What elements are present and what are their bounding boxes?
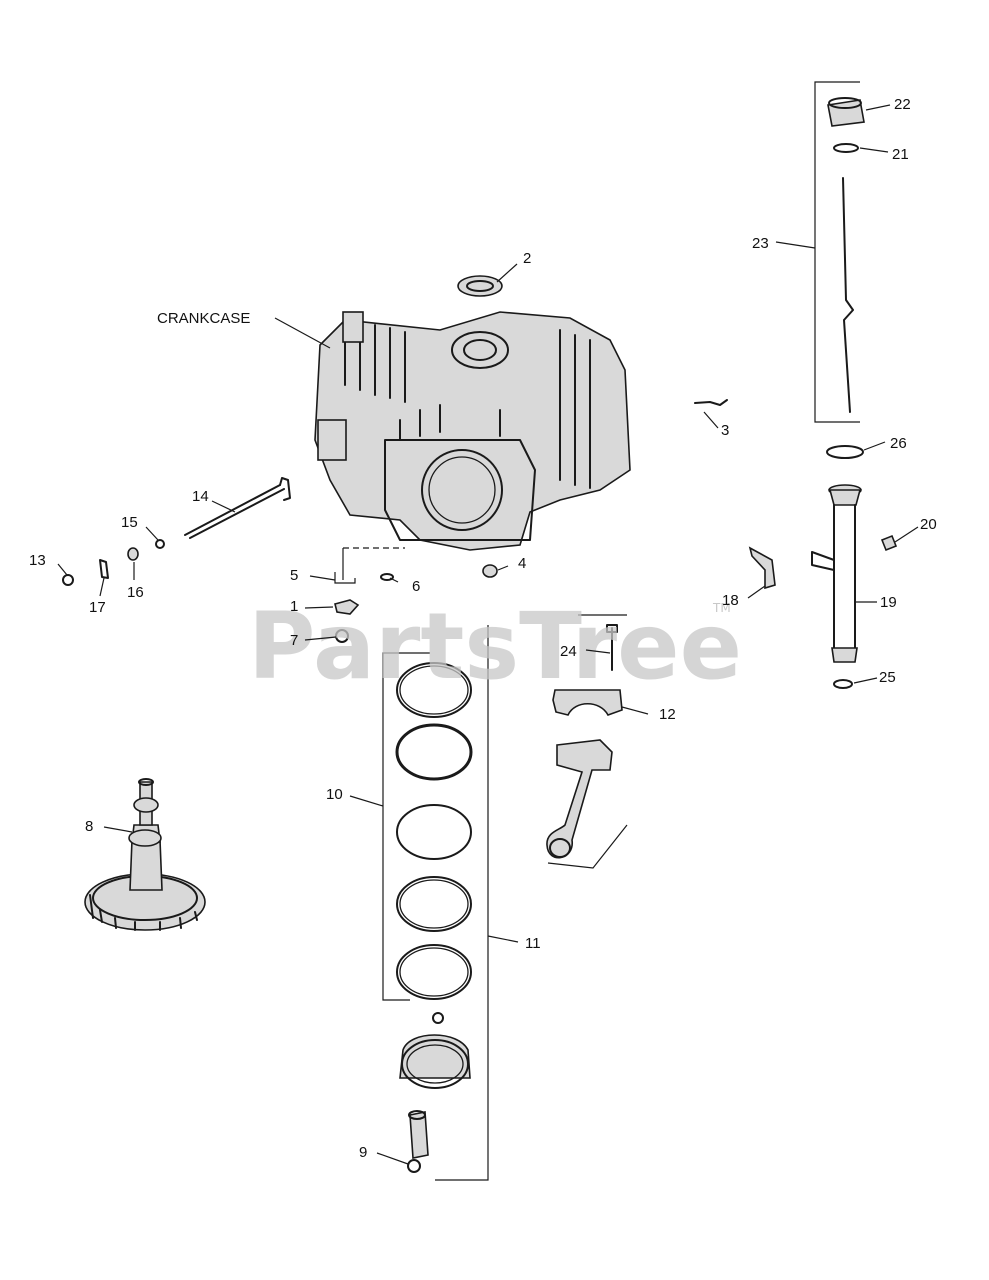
piston-rings-part [395, 662, 473, 1000]
callout-8: 8 [85, 818, 93, 835]
callout-19: 19 [880, 594, 897, 611]
callout-4: 4 [518, 555, 526, 572]
callout-6: 6 [412, 578, 420, 595]
ring-set-bracket [382, 652, 430, 1001]
callout-18: 18 [722, 592, 739, 609]
callout-14: 14 [192, 488, 209, 505]
callout-7: 7 [290, 632, 298, 649]
oil-seal-part [457, 275, 503, 297]
washer-13-part [62, 574, 74, 586]
connecting-rod-part [546, 739, 628, 869]
piston-part [399, 1012, 471, 1089]
plug-4-part [482, 564, 498, 578]
rod-bolt-part [606, 624, 618, 671]
piston-pin-part [407, 1110, 429, 1173]
dipstick-bracket [814, 81, 860, 423]
leader-lines [57, 104, 919, 1165]
tube-bolt-part [880, 534, 898, 552]
washer-15-part [155, 539, 165, 549]
callout-1: 1 [290, 598, 298, 615]
breather-tube-part [694, 399, 728, 406]
watermark-trademark: TM [712, 601, 731, 615]
dipstick-cap-part [827, 97, 865, 127]
bearing-cap-part [552, 689, 623, 716]
callout-15: 15 [121, 514, 138, 531]
crankcase-part [314, 311, 631, 551]
callout-21: 21 [892, 146, 909, 163]
governor-shaft-part [184, 477, 291, 539]
watermark-text: PartsTree [248, 593, 742, 700]
callout-12: 12 [659, 706, 676, 723]
dipstick-oring-part [833, 143, 859, 153]
governor-arm-part [334, 599, 360, 615]
callout-26: 26 [890, 435, 907, 452]
callout-11: 11 [525, 935, 541, 952]
callout-10: 10 [326, 786, 343, 803]
tube-clip-part [748, 546, 776, 590]
tube-oring-top-part [826, 445, 864, 459]
callout-24: 24 [560, 643, 577, 660]
callout-16: 16 [127, 584, 144, 601]
callout-20: 20 [920, 516, 937, 533]
callout-17: 17 [89, 599, 106, 616]
callout-crankcase: CRANKCASE [157, 310, 250, 327]
oil-fill-tube-part [811, 484, 862, 663]
governor-clip-part [334, 572, 356, 584]
callout-5: 5 [290, 567, 298, 584]
callout-23: 23 [752, 235, 769, 252]
callout-22: 22 [894, 96, 911, 113]
callout-13: 13 [29, 552, 46, 569]
callout-2: 2 [523, 250, 531, 267]
camshaft-part [84, 778, 206, 931]
dipstick-rod-part [842, 177, 854, 413]
pin-17-part [99, 559, 109, 579]
callout-25: 25 [879, 669, 896, 686]
callout-labels: CRANKCASE 2 3 4 5 6 1 7 8 9 10 11 12 13 … [29, 96, 937, 1161]
seal-16-part [127, 547, 139, 561]
callout-9: 9 [359, 1144, 367, 1161]
callout-3: 3 [721, 422, 729, 439]
tube-oring-bottom-part [833, 679, 853, 689]
washer-6-part [380, 573, 394, 581]
